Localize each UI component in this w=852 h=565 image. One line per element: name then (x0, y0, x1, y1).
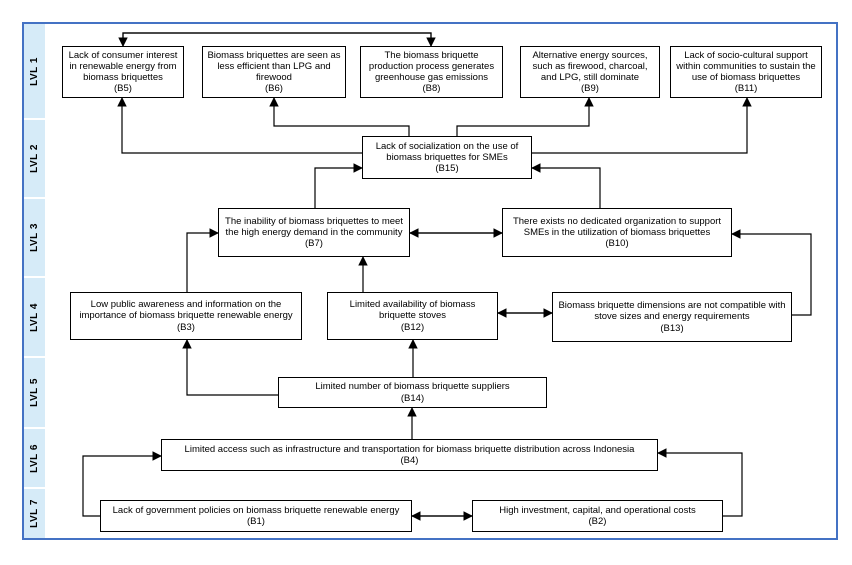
level-band-4: LVL 4 (24, 278, 45, 358)
node-B2-code: (B2) (588, 516, 607, 527)
node-B13-label: Biomass briquette dimensions are not com… (558, 300, 786, 323)
node-B14-code: (B14) (400, 392, 425, 404)
node-B4-label: Limited access such as infrastructure an… (184, 443, 635, 455)
node-B5-label: Lack of consumer interest in renewable e… (68, 49, 178, 83)
node-B12-code: (B12) (400, 321, 425, 333)
node-B9-code: (B9) (581, 83, 599, 95)
level-label-2: LVL 2 (29, 144, 40, 173)
node-B1: Lack of government policies on biomass b… (100, 500, 412, 532)
node-B11-code: (B11) (734, 83, 758, 95)
node-B12-label: Limited availability of biomass briquett… (349, 299, 476, 322)
node-B8-code: (B8) (422, 83, 441, 95)
level-band-6: LVL 6 (24, 429, 45, 489)
node-B15-code: (B15) (435, 163, 459, 175)
node-B5-code: (B5) (114, 83, 132, 95)
level-band-5: LVL 5 (24, 358, 45, 429)
node-B11: Lack of socio-cultural support within co… (670, 46, 822, 98)
node-B4: Limited access such as infrastructure an… (161, 439, 658, 471)
node-B7-code: (B7) (305, 238, 323, 250)
level-label-1: LVL 1 (29, 56, 40, 86)
node-B3-label: Low public awareness and information on … (79, 299, 293, 322)
node-B9-label: Alternative energy sources, such as fire… (532, 49, 648, 83)
node-B10-code: (B10) (605, 238, 629, 250)
node-B15: Lack of socialization on the use of biom… (362, 136, 532, 179)
node-B1-code: (B1) (247, 516, 265, 527)
node-B10-label: There exists no dedicated organization t… (512, 215, 722, 238)
node-B8-label: The biomass briquette production process… (368, 49, 495, 83)
node-B8: The biomass briquette production process… (360, 46, 503, 98)
level-band-3: LVL 3 (24, 199, 45, 278)
node-B13-code: (B13) (660, 322, 684, 334)
level-band-7: LVL 7 (24, 489, 45, 538)
node-B6-code: (B6) (265, 83, 283, 95)
level-label-7: LVL 7 (29, 499, 40, 528)
node-B3-code: (B3) (177, 321, 195, 333)
node-B10: There exists no dedicated organization t… (502, 208, 732, 257)
node-B15-label: Lack of socialization on the use of biom… (375, 140, 519, 163)
node-B2: High investment, capital, and operationa… (472, 500, 723, 532)
node-B1-label: Lack of government policies on biomass b… (112, 504, 400, 516)
node-B3: Low public awareness and information on … (70, 292, 302, 340)
node-B14: Limited number of biomass briquette supp… (278, 377, 547, 408)
node-B14-label: Limited number of biomass briquette supp… (315, 381, 510, 393)
node-B7-label: The inability of biomass briquettes to m… (225, 215, 403, 238)
level-label-3: LVL 3 (29, 223, 40, 252)
level-label-5: LVL 5 (29, 378, 40, 407)
node-B4-code: (B4) (400, 455, 419, 466)
node-B13: Biomass briquette dimensions are not com… (552, 292, 792, 342)
level-label-6: LVL 6 (29, 443, 40, 473)
node-B6: Biomass briquettes are seen as less effi… (202, 46, 346, 98)
node-B9: Alternative energy sources, such as fire… (520, 46, 660, 98)
node-B7: The inability of biomass briquettes to m… (218, 208, 410, 257)
node-B5: Lack of consumer interest in renewable e… (62, 46, 184, 98)
level-band-1: LVL 1 (24, 24, 45, 120)
node-B12: Limited availability of biomass briquett… (327, 292, 498, 340)
level-sidebar: LVL 1 LVL 2 LVL 3 LVL 4 LVL 5 LVL 6 LVL … (24, 24, 45, 538)
node-B11-label: Lack of socio-cultural support within co… (676, 49, 816, 83)
node-B6-label: Biomass briquettes are seen as less effi… (207, 49, 341, 83)
node-B2-label: High investment, capital, and operationa… (499, 504, 696, 516)
level-band-2: LVL 2 (24, 120, 45, 199)
level-label-4: LVL 4 (29, 302, 40, 332)
